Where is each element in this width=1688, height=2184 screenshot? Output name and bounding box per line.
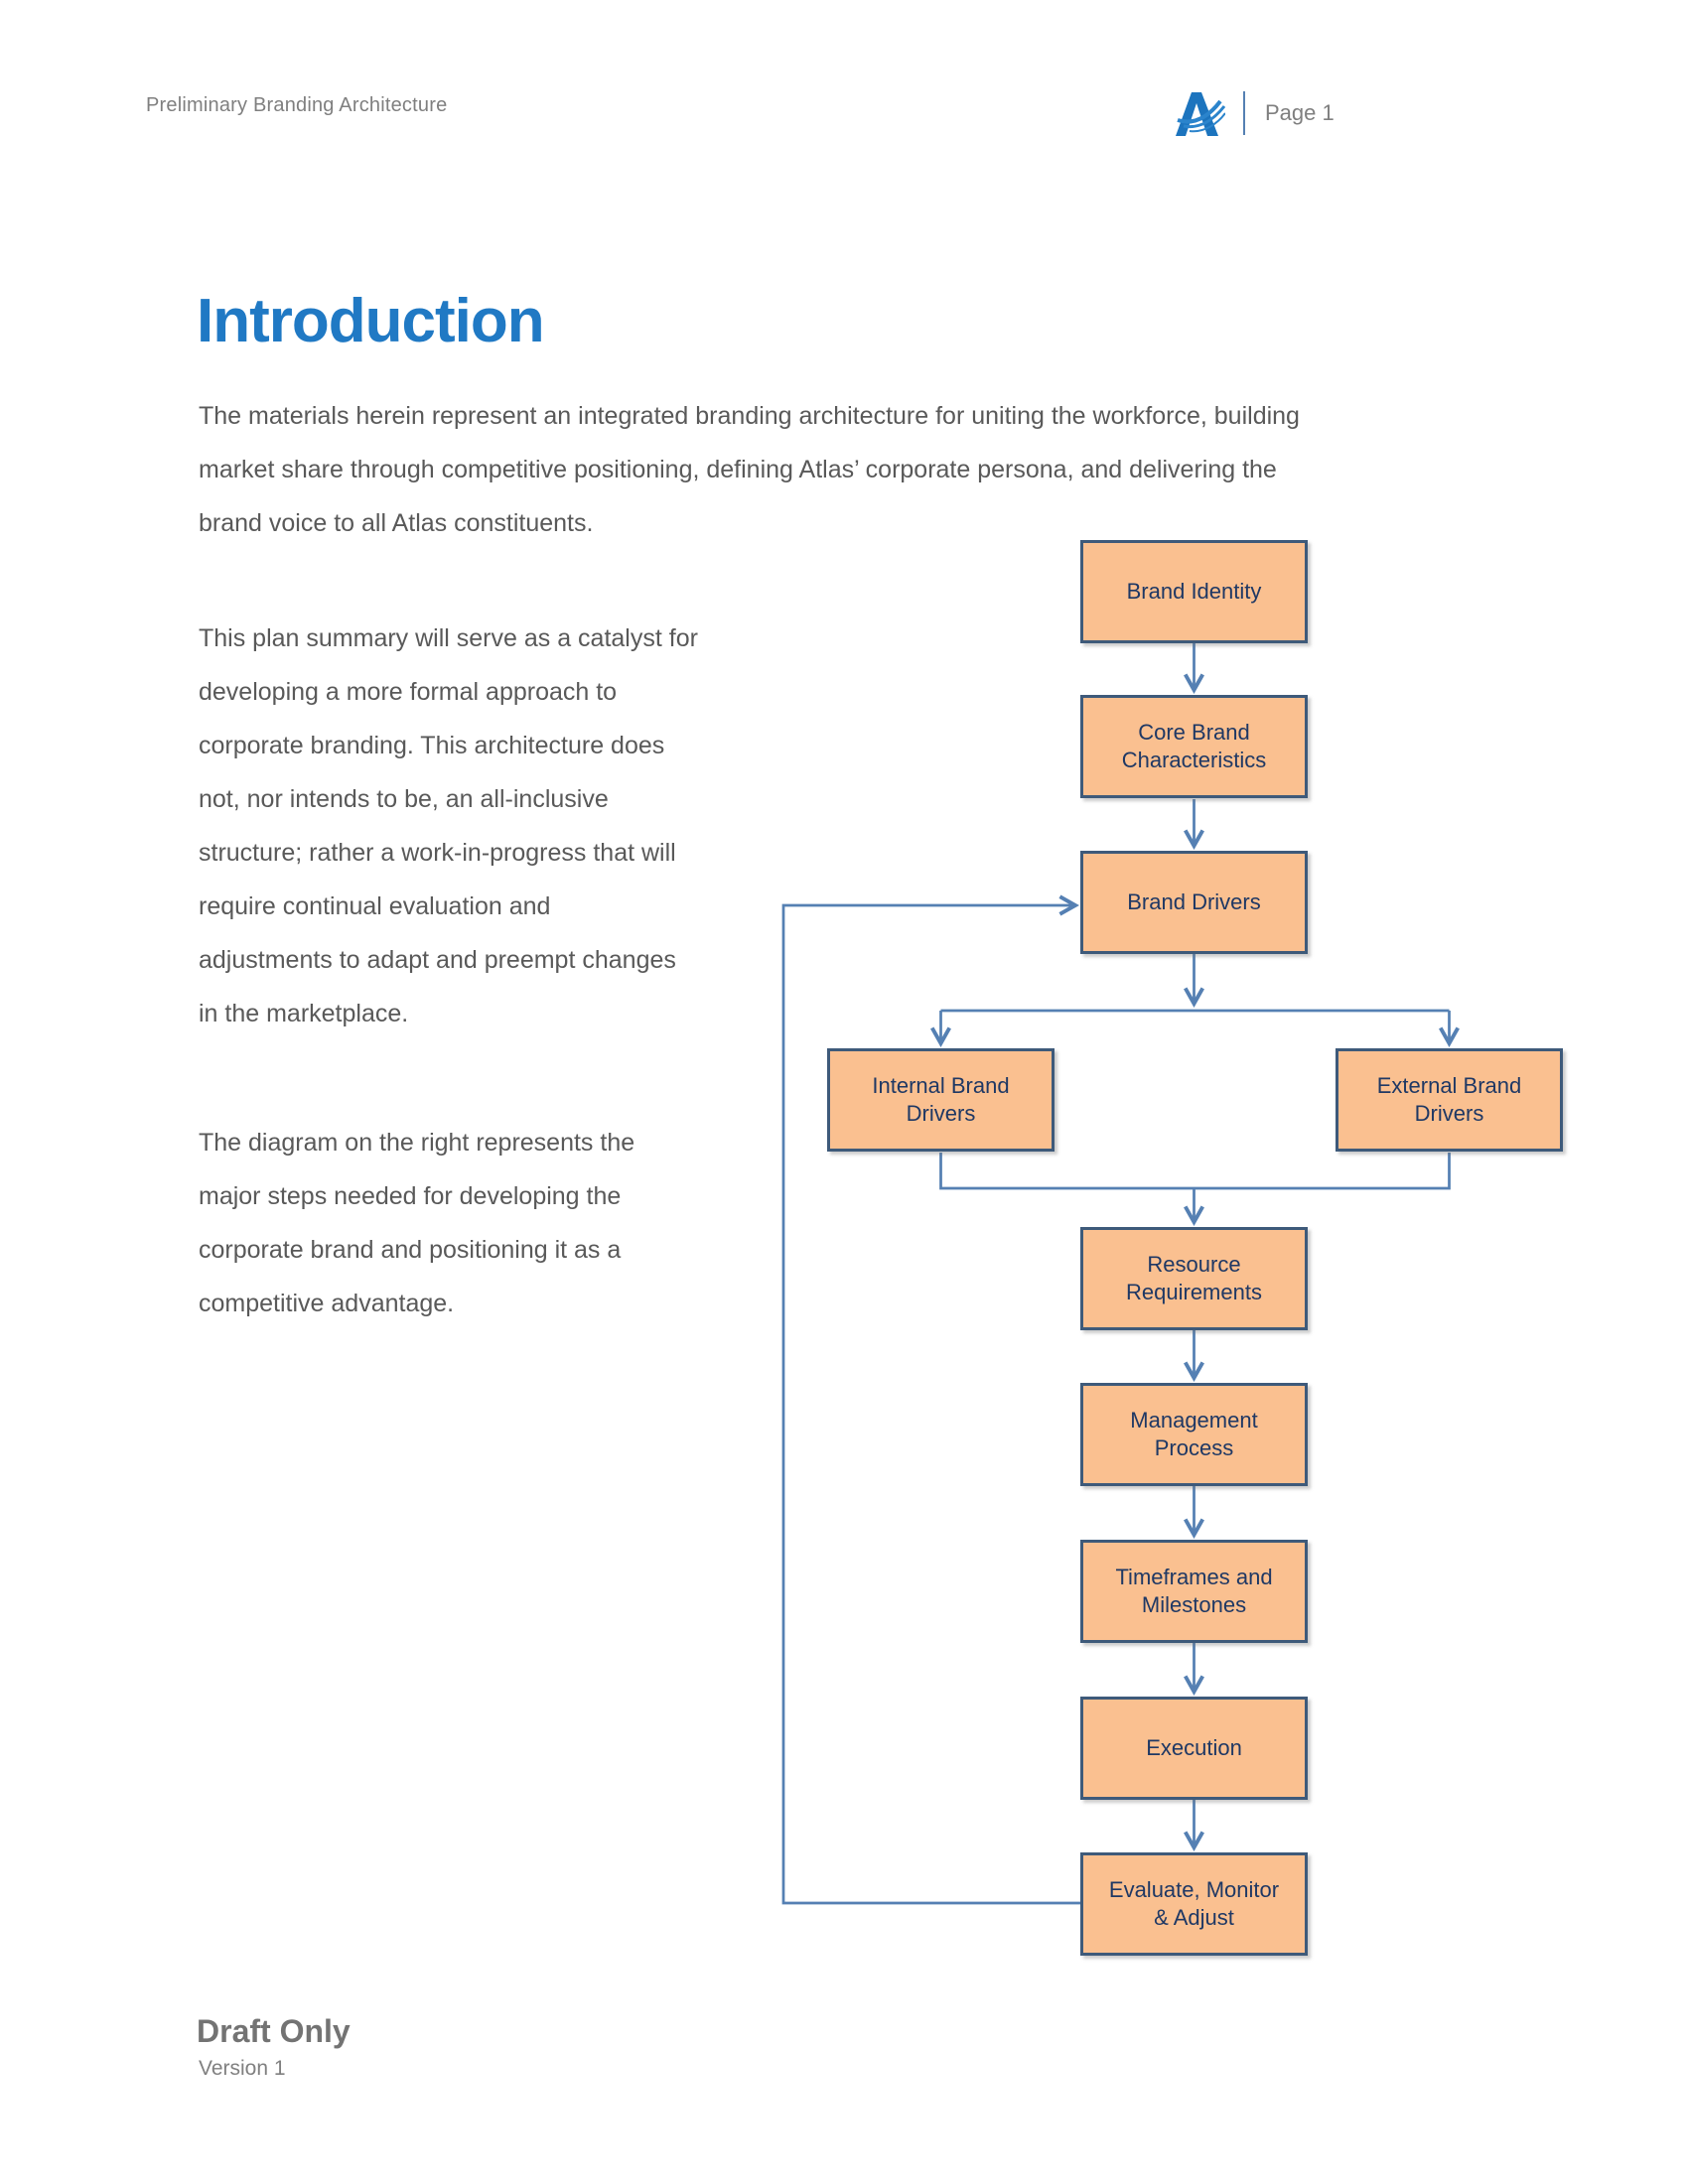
node-execution: Execution (1080, 1697, 1308, 1800)
node-core-brand-characteristics: Core Brand Characteristics (1080, 695, 1308, 798)
draft-only-label: Draft Only (197, 2013, 351, 2049)
header-title: Preliminary Branding Architecture (146, 94, 448, 116)
node-brand-identity: Brand Identity (1080, 540, 1308, 643)
page-title: Introduction (197, 287, 545, 355)
node-management-process: Management Process (1080, 1383, 1308, 1486)
node-brand-drivers: Brand Drivers (1080, 851, 1308, 954)
node-evaluate-monitor-adjust: Evaluate, Monitor & Adjust (1080, 1852, 1308, 1956)
node-external-brand-drivers: External Brand Drivers (1336, 1048, 1563, 1152)
atlas-logo-icon (1176, 92, 1225, 136)
page-number: Page 1 (1265, 100, 1335, 125)
node-internal-brand-drivers: Internal Brand Drivers (827, 1048, 1055, 1152)
intro-paragraph-3: The diagram on the right represents the … (199, 1129, 635, 1317)
header-right-group: Page 1 (1174, 87, 1335, 139)
intro-paragraph-1: The materials herein represent an integr… (199, 402, 1300, 537)
node-resource-requirements: Resource Requirements (1080, 1227, 1308, 1330)
header-divider (1243, 91, 1245, 135)
version-label: Version 1 (199, 2057, 286, 2080)
node-timeframes-milestones: Timeframes and Milestones (1080, 1540, 1308, 1643)
intro-paragraph-2: This plan summary will serve as a cataly… (199, 624, 698, 1027)
